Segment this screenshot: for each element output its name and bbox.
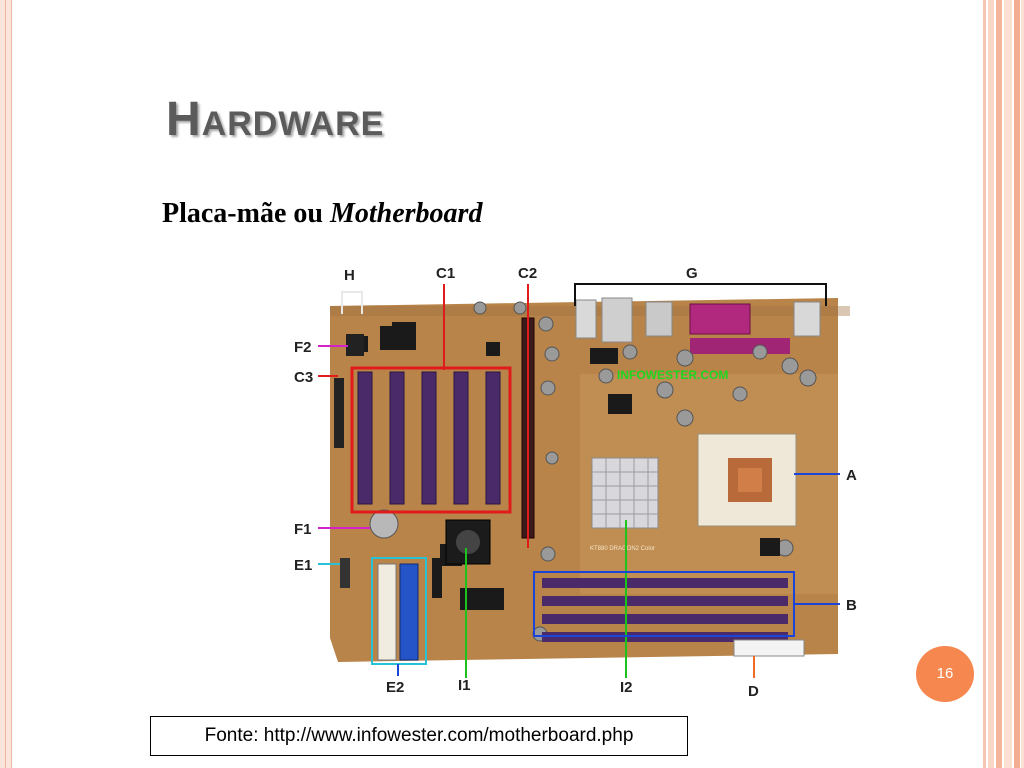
label-i1: I1 [458, 677, 471, 694]
slide-title: Hardware [166, 93, 385, 146]
pci-slots [357, 371, 501, 505]
subtitle-italic-text: Motherboard [329, 198, 483, 229]
northbridge-heatsink [591, 457, 659, 529]
label-a: A [846, 467, 857, 484]
callout-g [574, 283, 827, 306]
label-c1: C1 [436, 265, 455, 282]
subtitle-text: Placa-mãe ou [162, 198, 330, 229]
motherboard-diagram: KT880 DRAGON2 Color INFOWESTER.COM G H C… [294, 265, 857, 700]
label-b: B [846, 597, 857, 614]
label-f1: F1 [294, 521, 312, 538]
label-e1: E1 [294, 557, 312, 574]
page-number-badge: 16 [916, 646, 974, 702]
label-e2: E2 [386, 679, 404, 696]
label-d: D [748, 683, 759, 700]
label-f2: F2 [294, 339, 312, 356]
pci-highlight-box [350, 366, 512, 514]
watermark-text: INFOWESTER.COM [617, 368, 728, 382]
left-border-decoration [0, 0, 12, 768]
image-source-caption: Fonte: http://www.infowester.com/motherb… [150, 716, 688, 756]
label-c2: C2 [518, 265, 537, 282]
chip-marking: KT880 DRAGON2 Color [590, 546, 655, 552]
label-c3: C3 [294, 369, 313, 386]
rear-io-connectors [575, 297, 821, 354]
capacitors [473, 301, 817, 642]
cpu-socket [697, 433, 797, 527]
label-i2: I2 [620, 679, 633, 696]
label-h: H [344, 267, 355, 284]
label-g: G [686, 265, 698, 282]
slide-subtitle: Placa-mãe ou Motherboard [162, 198, 482, 230]
right-border-decoration [978, 0, 1024, 768]
